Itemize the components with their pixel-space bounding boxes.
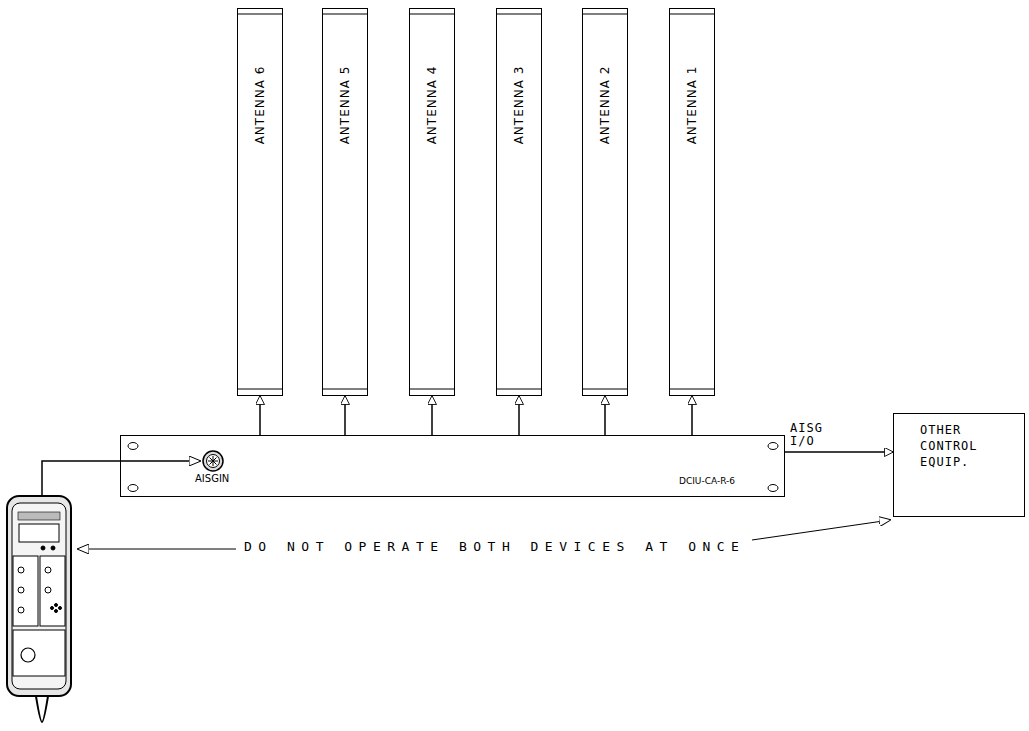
warning-note: DO NOT OPERATE BOTH DEVICES AT ONCE bbox=[244, 539, 745, 554]
antenna-label: ANTENNA 2 bbox=[598, 66, 612, 145]
antenna-panel: ANTENNA 6 bbox=[237, 8, 283, 396]
antenna-panel: ANTENNA 4 bbox=[409, 8, 455, 396]
antenna-panel: ANTENNA 2 bbox=[582, 8, 628, 396]
equipment-box: OTHER CONTROL EQUIP. bbox=[893, 413, 1025, 517]
port-label: AISGIN bbox=[195, 473, 229, 484]
leader-line bbox=[752, 520, 890, 540]
signal-line bbox=[344, 396, 346, 435]
antenna-label: ANTENNA 6 bbox=[253, 66, 267, 145]
antenna-label: ANTENNA 4 bbox=[425, 66, 439, 145]
controller-cable bbox=[42, 461, 200, 496]
edge-label: AISG I/O bbox=[790, 422, 830, 448]
model-number: DCIU-CA-R-6 bbox=[679, 476, 735, 486]
signal-line bbox=[518, 396, 520, 435]
antenna-label: ANTENNA 1 bbox=[685, 66, 699, 145]
mounting-holes bbox=[128, 443, 778, 492]
antenna-panel: ANTENNA 1 bbox=[669, 8, 715, 396]
antenna-panel: ANTENNA 3 bbox=[496, 8, 542, 396]
antenna-panel: ANTENNA 5 bbox=[322, 8, 368, 396]
signal-line bbox=[691, 396, 693, 435]
handheld-controller bbox=[7, 496, 71, 722]
signal-line bbox=[604, 396, 606, 435]
box-label: OTHER CONTROL EQUIP. bbox=[920, 422, 1000, 470]
antenna-label: ANTENNA 3 bbox=[512, 66, 526, 145]
antenna-label: ANTENNA 5 bbox=[338, 66, 352, 145]
antenna-caps bbox=[237, 14, 715, 389]
control-unit: AISGIN DCIU-CA-R-6 bbox=[120, 435, 785, 497]
aisg-connector bbox=[203, 451, 223, 471]
signal-line bbox=[259, 396, 261, 435]
leader-line bbox=[78, 549, 236, 550]
signal-line bbox=[785, 451, 893, 453]
signal-line bbox=[431, 396, 433, 435]
